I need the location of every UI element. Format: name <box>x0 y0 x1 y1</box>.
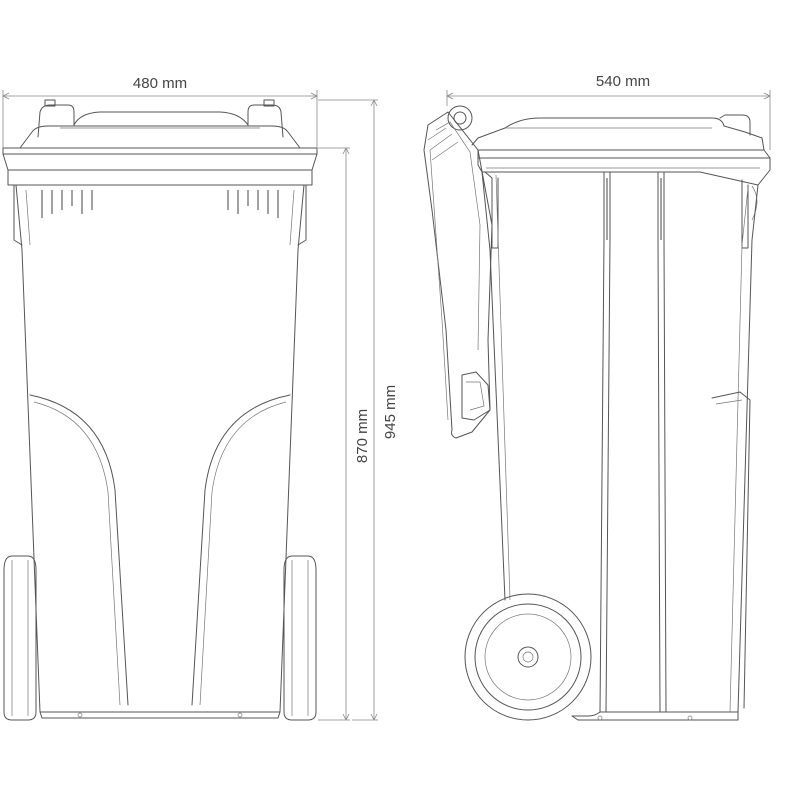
dimension-body-height: 870 mm <box>318 147 371 721</box>
body-height-label: 870 mm <box>354 409 371 463</box>
lid-hinge-ribs <box>427 127 459 161</box>
dimension-side-depth: 540 mm <box>446 73 771 150</box>
dimension-front-width: 480 mm <box>2 75 318 148</box>
total-height-label: 945 mm <box>382 385 399 439</box>
front-width-label: 480 mm <box>133 75 187 92</box>
side-depth-label: 540 mm <box>596 73 650 90</box>
side-wheel <box>464 593 592 721</box>
front-left-wheel <box>3 555 37 721</box>
side-view <box>423 105 771 721</box>
front-right-wheel <box>283 555 317 721</box>
side-body-ribs <box>599 171 667 713</box>
dimension-total-height: 945 mm <box>318 99 399 721</box>
front-rim-ribs <box>41 190 279 218</box>
front-view <box>2 99 318 721</box>
